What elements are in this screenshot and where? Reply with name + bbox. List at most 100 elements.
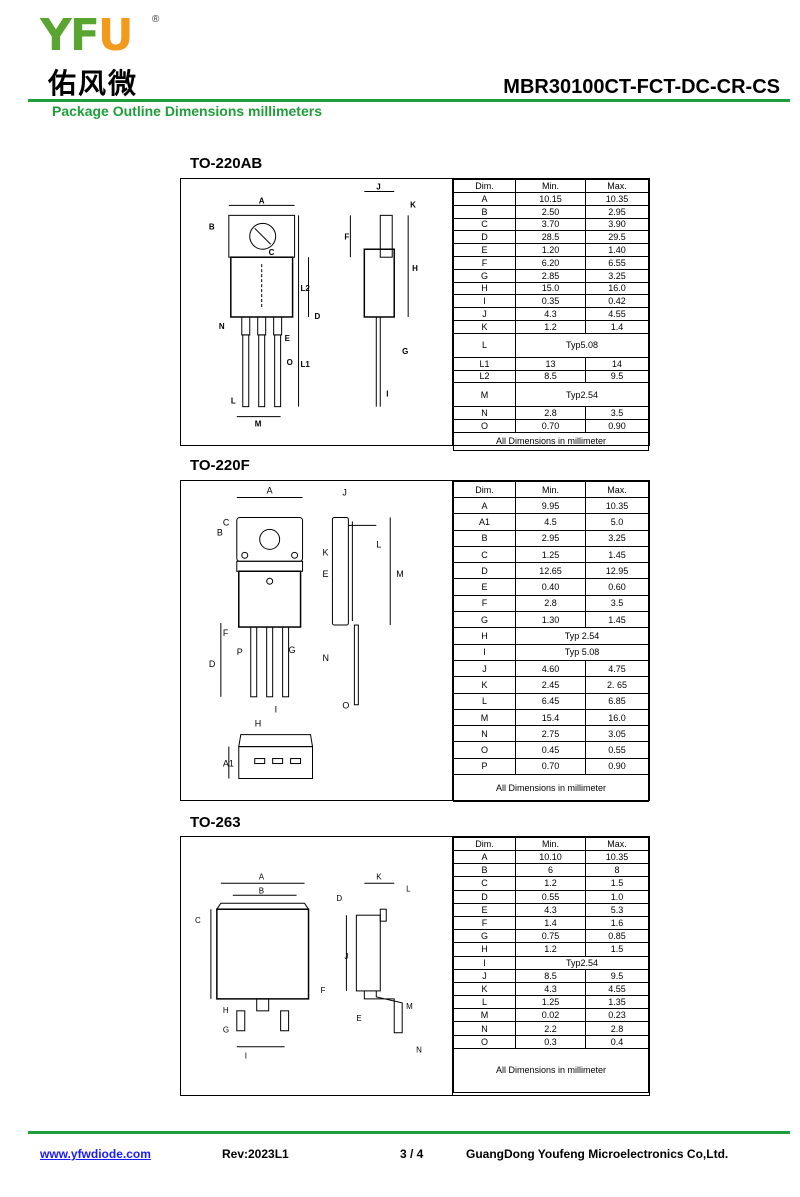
- cell-dim: L: [453, 995, 516, 1010]
- dim-label-L2: L2: [301, 284, 311, 293]
- dim-label-I: I: [386, 390, 388, 399]
- cell-dim: L1: [453, 356, 516, 371]
- cell-dim: J: [453, 659, 516, 678]
- cell-min: 2.85: [515, 268, 586, 283]
- cell-max: 1.4: [585, 319, 649, 334]
- dim-label-L: L: [376, 539, 381, 549]
- col-min: Min.: [515, 837, 586, 851]
- col-min: Min.: [515, 179, 586, 193]
- cell-dim: A: [453, 496, 516, 515]
- cell-max: 9.5: [585, 369, 649, 384]
- cell-dim: L: [453, 692, 516, 710]
- cell-max: 1.45: [585, 611, 649, 629]
- cell-min: 6.20: [515, 255, 586, 270]
- table-note-row: All Dimensions in millimeter: [453, 774, 649, 803]
- dim-label-N: N: [322, 653, 328, 663]
- cell-max: 2.8: [585, 1021, 649, 1036]
- cell-min: 0.70: [515, 757, 586, 776]
- cell-dim: K: [453, 676, 516, 694]
- cell-dim: B: [453, 204, 516, 219]
- dim-label-P: P: [237, 647, 243, 657]
- cell-dim: L: [453, 332, 516, 358]
- logo-letters: YFU: [40, 10, 134, 61]
- to220ab-drawing: A B C D E F G H I J K L L1 L2 M N O: [209, 182, 418, 428]
- cell-min: 2.8: [515, 406, 586, 421]
- cell-typ: Typ5.08: [515, 332, 649, 358]
- website-link[interactable]: www.yfwdiode.com: [40, 1147, 151, 1161]
- cell-max: 6.85: [585, 692, 649, 710]
- cell-min: 0.3: [515, 1034, 586, 1049]
- cell-min: 1.2: [515, 319, 586, 334]
- cell-min: 15.0: [515, 281, 586, 296]
- cell-dim: N: [453, 406, 516, 421]
- table-note: All Dimensions in millimeter: [453, 1047, 649, 1093]
- dim-label-E: E: [322, 569, 328, 579]
- package-box-to263: A B C D E F G H I J K L M N Dim. Min. Ma…: [180, 836, 650, 1096]
- cell-min: 2.45: [515, 676, 586, 694]
- dim-label-F: F: [320, 986, 325, 995]
- dim-label-I: I: [275, 705, 278, 715]
- dim-label-H: H: [255, 719, 261, 729]
- cell-max: 8: [585, 863, 649, 878]
- cell-min: 4.3: [515, 902, 586, 917]
- cell-min: 2.95: [515, 529, 586, 547]
- company-logo: YFU ® 佑风微: [40, 10, 160, 101]
- cell-dim: E: [453, 902, 516, 917]
- outline-drawing-to220ab: A B C D E F G H I J K L L1 L2 M N O: [181, 179, 453, 445]
- cell-max: 4.75: [585, 659, 649, 678]
- cell-max: 3.05: [585, 725, 649, 743]
- dim-label-L1: L1: [301, 360, 311, 369]
- cell-max: 3.5: [585, 406, 649, 421]
- table-header-row: Dim. Min. Max.: [453, 179, 649, 193]
- cell-max: 10.35: [585, 496, 649, 515]
- dim-label-F: F: [344, 232, 349, 241]
- dim-label-L: L: [231, 397, 236, 406]
- cell-max: 0.42: [585, 294, 649, 309]
- cell-dim: G: [453, 929, 516, 944]
- cell-min: 12.65: [515, 562, 586, 580]
- dim-label-D: D: [209, 659, 216, 669]
- footer-divider: [28, 1131, 790, 1134]
- col-max: Max.: [585, 179, 649, 193]
- cell-dim: D: [453, 562, 516, 580]
- cell-dim: I: [453, 643, 516, 661]
- cell-min: 0.45: [515, 741, 586, 759]
- cell-dim: B: [453, 863, 516, 878]
- dim-label-M: M: [406, 1002, 413, 1011]
- footer-revision: Rev:2023L1: [222, 1147, 289, 1161]
- cell-min: 1.4: [515, 915, 586, 931]
- cell-max: 0.55: [585, 741, 649, 759]
- cell-dim: F: [453, 255, 516, 270]
- cell-max: 1.6: [585, 915, 649, 931]
- cell-max: 12.95: [585, 562, 649, 580]
- cell-max: 3.25: [585, 529, 649, 547]
- cell-min: 1.25: [515, 545, 586, 564]
- cell-min: 1.2: [515, 942, 586, 957]
- outline-drawing-to263: A B C D E F G H I J K L M N: [181, 837, 453, 1095]
- cell-dim: H: [453, 942, 516, 957]
- dim-label-J: J: [376, 182, 380, 191]
- cell-max: 1.45: [585, 545, 649, 564]
- cell-max: 10.35: [585, 849, 649, 865]
- cell-min: 2.8: [515, 594, 586, 613]
- table-header-row: Dim. Min. Max.: [453, 481, 649, 498]
- cell-min: 8.5: [515, 968, 586, 983]
- cell-max: 1.35: [585, 995, 649, 1010]
- cell-max: 1.5: [585, 942, 649, 957]
- cell-typ: Typ2.54: [515, 382, 649, 408]
